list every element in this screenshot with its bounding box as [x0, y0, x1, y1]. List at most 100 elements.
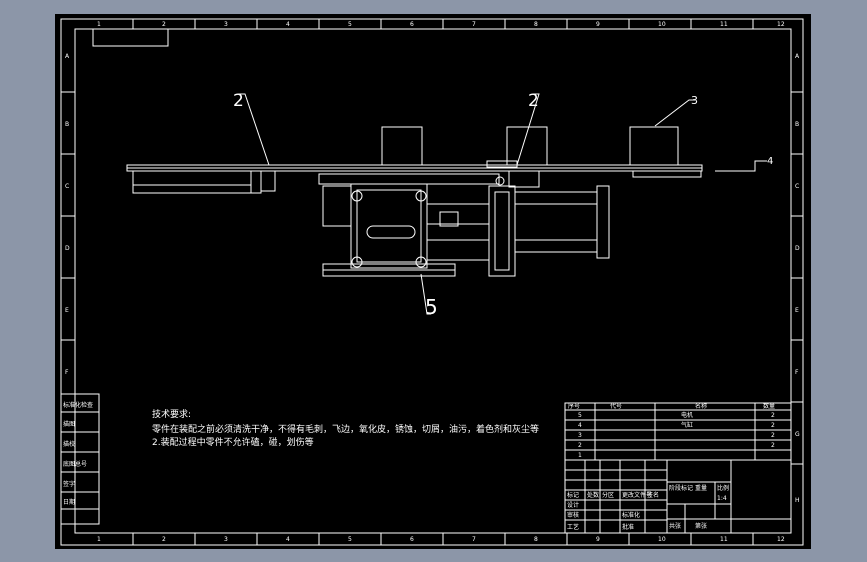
- stamp-label: 日期: [63, 498, 75, 506]
- assembly-drawing: [126, 126, 703, 277]
- stamp-label: 签字: [63, 480, 75, 488]
- bom-header: 序号 代号 名称 数量: [568, 402, 775, 410]
- zone-label: G: [795, 431, 800, 438]
- zone-label: H: [795, 497, 800, 504]
- zone-label: 8: [534, 536, 538, 543]
- zone-label: 12: [777, 536, 785, 543]
- zone-label: 12: [777, 21, 785, 28]
- zone-label: 7: [472, 536, 476, 543]
- zone-label: 11: [720, 21, 728, 28]
- callout-4: 4: [767, 156, 773, 167]
- tb-label: 设计: [567, 501, 579, 509]
- title-block: [564, 459, 792, 534]
- zone-label: 9: [596, 536, 600, 543]
- tech-req-title: 技术要求:: [152, 408, 191, 420]
- outer-frame: [60, 18, 804, 546]
- zone-label: 2: [162, 536, 166, 543]
- callout-5: 5: [425, 295, 438, 319]
- zone-label: E: [795, 307, 799, 314]
- bom-header-cell: 代号: [610, 402, 622, 410]
- zone-label: 11: [720, 536, 728, 543]
- zone-label: 7: [472, 21, 476, 28]
- zone-labels-bottom: 1 2 3 4 5 6 7 8 9 10 11 12: [97, 536, 785, 543]
- bom-cell: 2: [771, 422, 775, 429]
- zone-label: C: [65, 183, 69, 190]
- zone-labels-right: A B C D E F G H: [795, 53, 800, 504]
- tb-label: 比例: [717, 484, 729, 492]
- title-block-labels: 标记 处数 分区 更改文件号 签名 设计 审核 工艺 标准化 批准 阶段标记 重…: [567, 484, 729, 531]
- callout-leaders: [238, 93, 767, 315]
- callout-2-right: 2: [528, 91, 539, 111]
- stamp-label: 描图: [63, 420, 75, 428]
- bom-header-cell: 序号: [568, 402, 580, 410]
- zone-label: 10: [658, 21, 666, 28]
- zone-label: D: [795, 245, 800, 252]
- bom-cell: 5: [578, 412, 582, 419]
- tb-label: 标记: [567, 491, 579, 499]
- tb-label: 标准化: [622, 511, 640, 519]
- drawing-sheet: 1 2 3 4 5 6 7 8 9 10 11 12 1 2 3 4 5 6 7…: [55, 14, 811, 549]
- zone-label: 3: [224, 21, 228, 28]
- side-stamp-labels: 标准化检查 描图 描校 底图总号 签字 日期: [63, 401, 93, 506]
- tb-label: 第张: [695, 522, 707, 530]
- stamp-label: 底图总号: [63, 460, 87, 468]
- zone-label: 9: [596, 21, 600, 28]
- tb-label: 工艺: [567, 523, 579, 531]
- zone-ticks: [61, 19, 803, 545]
- zone-label: 3: [224, 536, 228, 543]
- zone-label: E: [65, 307, 69, 314]
- bom-cell: 2: [771, 432, 775, 439]
- zone-label: C: [795, 183, 799, 190]
- zone-label: 5: [348, 21, 352, 28]
- tb-label: 共张: [669, 522, 681, 530]
- stamp-label: 描校: [63, 440, 75, 448]
- zone-label: 10: [658, 536, 666, 543]
- tb-label: 分区: [602, 491, 614, 499]
- zone-label: A: [795, 53, 800, 60]
- zone-label: 4: [286, 21, 290, 28]
- bom-header-cell: 数量: [763, 402, 775, 410]
- zone-label: 8: [534, 21, 538, 28]
- bom-cell: 2: [578, 442, 582, 449]
- zone-label: 1: [97, 21, 101, 28]
- zone-label: 2: [162, 21, 166, 28]
- zone-label: B: [795, 121, 799, 128]
- bom-cell: 电机: [681, 411, 693, 419]
- callout-3: 3: [691, 94, 698, 107]
- zone-label: D: [65, 245, 70, 252]
- zone-labels-top: 1 2 3 4 5 6 7 8 9 10 11 12: [97, 21, 785, 28]
- bom-cell: 3: [578, 432, 582, 439]
- zone-label: 6: [410, 21, 414, 28]
- tb-label: 审核: [567, 511, 579, 519]
- stamp-label: 标准化检查: [63, 401, 93, 409]
- bom-rows: 5 电机 2 4 气缸 2 3 2 2 2 1: [578, 411, 775, 459]
- bom-header-cell: 名称: [695, 402, 707, 410]
- zone-label: F: [65, 369, 69, 376]
- zone-label: 5: [348, 536, 352, 543]
- zone-label: B: [65, 121, 69, 128]
- bom-cell: 1: [578, 452, 582, 459]
- tech-req-line-2: 2.装配过程中零件不允许磕，碰，划伤等: [152, 436, 314, 448]
- bom-cell: 气缸: [681, 421, 693, 429]
- tb-label: 阶段标记: [669, 484, 693, 492]
- zone-label: 4: [286, 536, 290, 543]
- cad-drawing: 1 2 3 4 5 6 7 8 9 10 11 12 1 2 3 4 5 6 7…: [60, 18, 804, 546]
- zone-labels-left: A B C D E F: [65, 53, 70, 376]
- tb-label: 批准: [622, 523, 634, 531]
- zone-label: F: [795, 369, 799, 376]
- bom-cell: 2: [771, 412, 775, 419]
- tb-scale: 1:4: [717, 495, 727, 502]
- zone-label: A: [65, 53, 70, 60]
- inner-frame: [74, 28, 792, 534]
- tb-label: 签名: [647, 491, 659, 499]
- zone-label: 1: [97, 536, 101, 543]
- callout-2-left: 2: [233, 91, 244, 111]
- tb-label: 重量: [695, 484, 707, 492]
- bom-cell: 4: [578, 422, 582, 429]
- tb-label: 处数: [587, 491, 599, 499]
- zone-label: 6: [410, 536, 414, 543]
- bom-table: [564, 402, 792, 461]
- tech-req-line-1: 零件在装配之前必须清洗干净，不得有毛刺，飞边，氧化皮，锈蚀，切屑，油污，着色剂和…: [152, 423, 539, 435]
- side-stamp-table: [60, 393, 100, 525]
- bom-cell: 2: [771, 442, 775, 449]
